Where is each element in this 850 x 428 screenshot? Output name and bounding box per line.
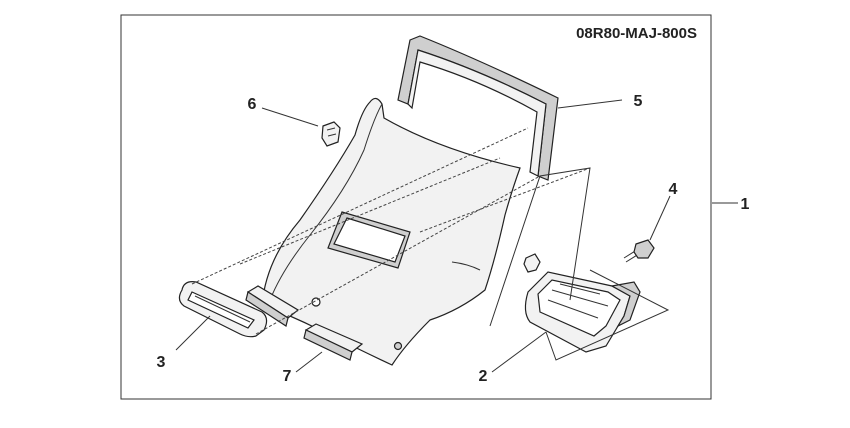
small-strip-part: [245, 285, 300, 327]
callout-7: 7: [283, 368, 292, 385]
callout-6: 6: [248, 96, 257, 113]
trim-strip-part: [397, 35, 559, 181]
foam-strip-part: [303, 323, 364, 361]
small-clip-part: [523, 253, 541, 273]
part-code: 08R80-MAJ-800S: [576, 25, 697, 42]
leader-lines: [175, 99, 738, 373]
callout-3: 3: [157, 354, 166, 371]
diagram-border: [120, 14, 712, 400]
callout-4: 4: [669, 181, 678, 198]
windscreen-part: [261, 97, 521, 366]
grille-frame-part: [178, 281, 268, 338]
vent-duct-part: [524, 271, 641, 353]
callout-1: 1: [741, 196, 750, 213]
clip-part: [321, 121, 341, 147]
alignment-lines: [191, 127, 591, 335]
callout-5: 5: [634, 93, 643, 110]
bolt-part: [623, 239, 655, 263]
callout-2: 2: [479, 368, 488, 385]
